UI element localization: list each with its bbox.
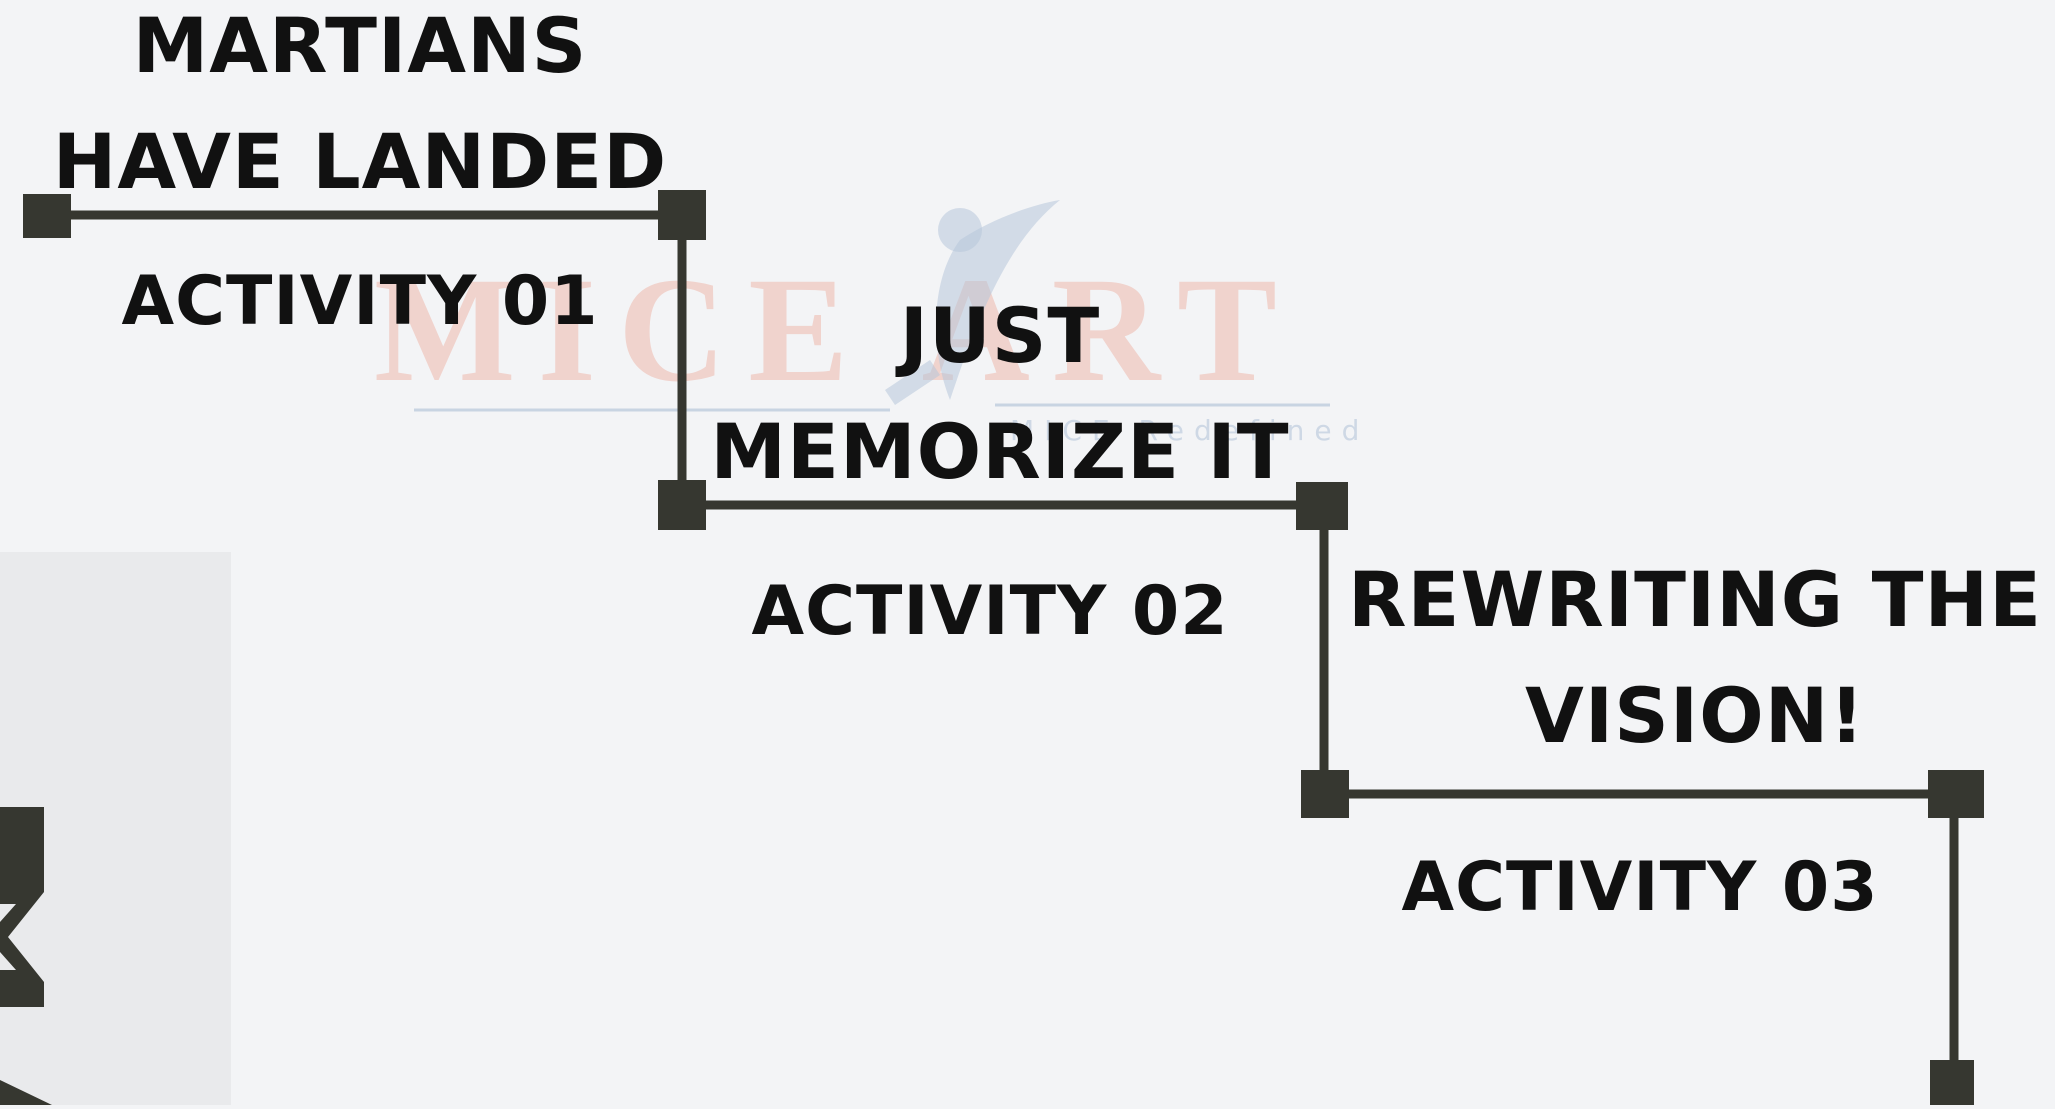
step-3-end-node [1928, 770, 1984, 818]
step-2-title-line-1: JUST [899, 291, 1101, 380]
step-3-title: REWRITING THE VISION! [1345, 542, 2045, 774]
watermark-figure-tail [885, 360, 940, 405]
step-3-title-line-2: VISION! [1525, 671, 1865, 760]
step-2-title: JUST MEMORIZE IT [680, 278, 1320, 510]
step-3-activity-label: ACTIVITY 03 [1401, 848, 1879, 927]
step-2-end-node [1296, 482, 1348, 530]
watermark-tagline: MICE Redefined [1010, 414, 1369, 447]
step-4-start-node [1930, 1060, 1974, 1105]
step-3-title-line-1: REWRITING THE [1348, 555, 2042, 644]
step-1-activity-label: ACTIVITY 01 [121, 262, 599, 341]
step-1-title: MARTIANS HAVE LANDED [20, 0, 700, 220]
watermark-logo: MICE ART MICE Redefined [374, 200, 1369, 447]
step-1-title-line-1: MARTIANS [132, 1, 588, 90]
watermark-brand: MICE ART [374, 247, 1299, 413]
step-2-activity-label: ACTIVITY 02 [751, 572, 1229, 651]
step-2-title-line-2: MEMORIZE IT [710, 407, 1290, 496]
step-2-start-node [658, 480, 706, 530]
side-panel [0, 552, 231, 1105]
step-1-start-node [23, 194, 71, 238]
step-1-title-line-2: HAVE LANDED [52, 117, 668, 206]
watermark-figure-head [938, 208, 982, 252]
step-1-end-node [658, 190, 706, 240]
partial-number-graphic [0, 807, 52, 1105]
